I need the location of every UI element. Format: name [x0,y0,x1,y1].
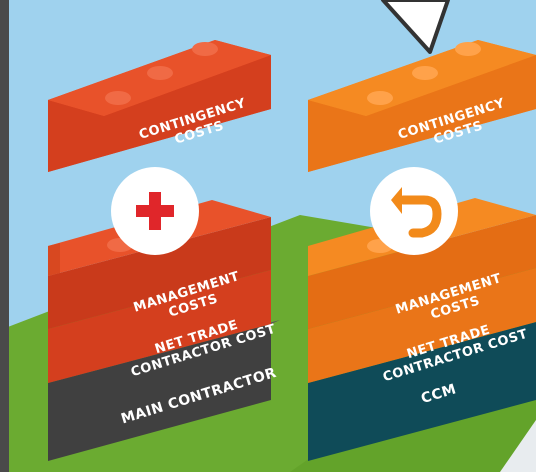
left-top-stud-2 [147,66,173,80]
white-corner-shape [500,420,536,472]
right-top-stud-1 [367,91,393,105]
left-brick-stack: MAIN CONTRACTOR NET TRADE CONTRACTOR COS… [48,40,280,461]
undo-badge [370,167,458,255]
left-top-stud-3 [192,42,218,56]
right-top-stud-2 [412,66,438,80]
left-management-brick: MANAGEMENT COSTS [48,200,271,329]
plus-icon [136,192,174,230]
plus-badge [111,167,199,255]
left-top-stud-1 [105,91,131,105]
speech-bubble-pointer [381,0,450,54]
right-top-stud-3 [455,42,481,56]
undo-arrow-icon [391,187,442,238]
left-frame-bar [0,0,9,472]
left-contingency-brick: CONTINGENCY COSTS [48,40,271,172]
right-contingency-brick: CONTINGENCY COSTS [308,40,536,172]
right-brick-stack: CCM NET TRADE CONTRACTOR COST MANAGEMENT… [308,40,536,461]
right-ccm-brick: CCM [308,322,536,461]
